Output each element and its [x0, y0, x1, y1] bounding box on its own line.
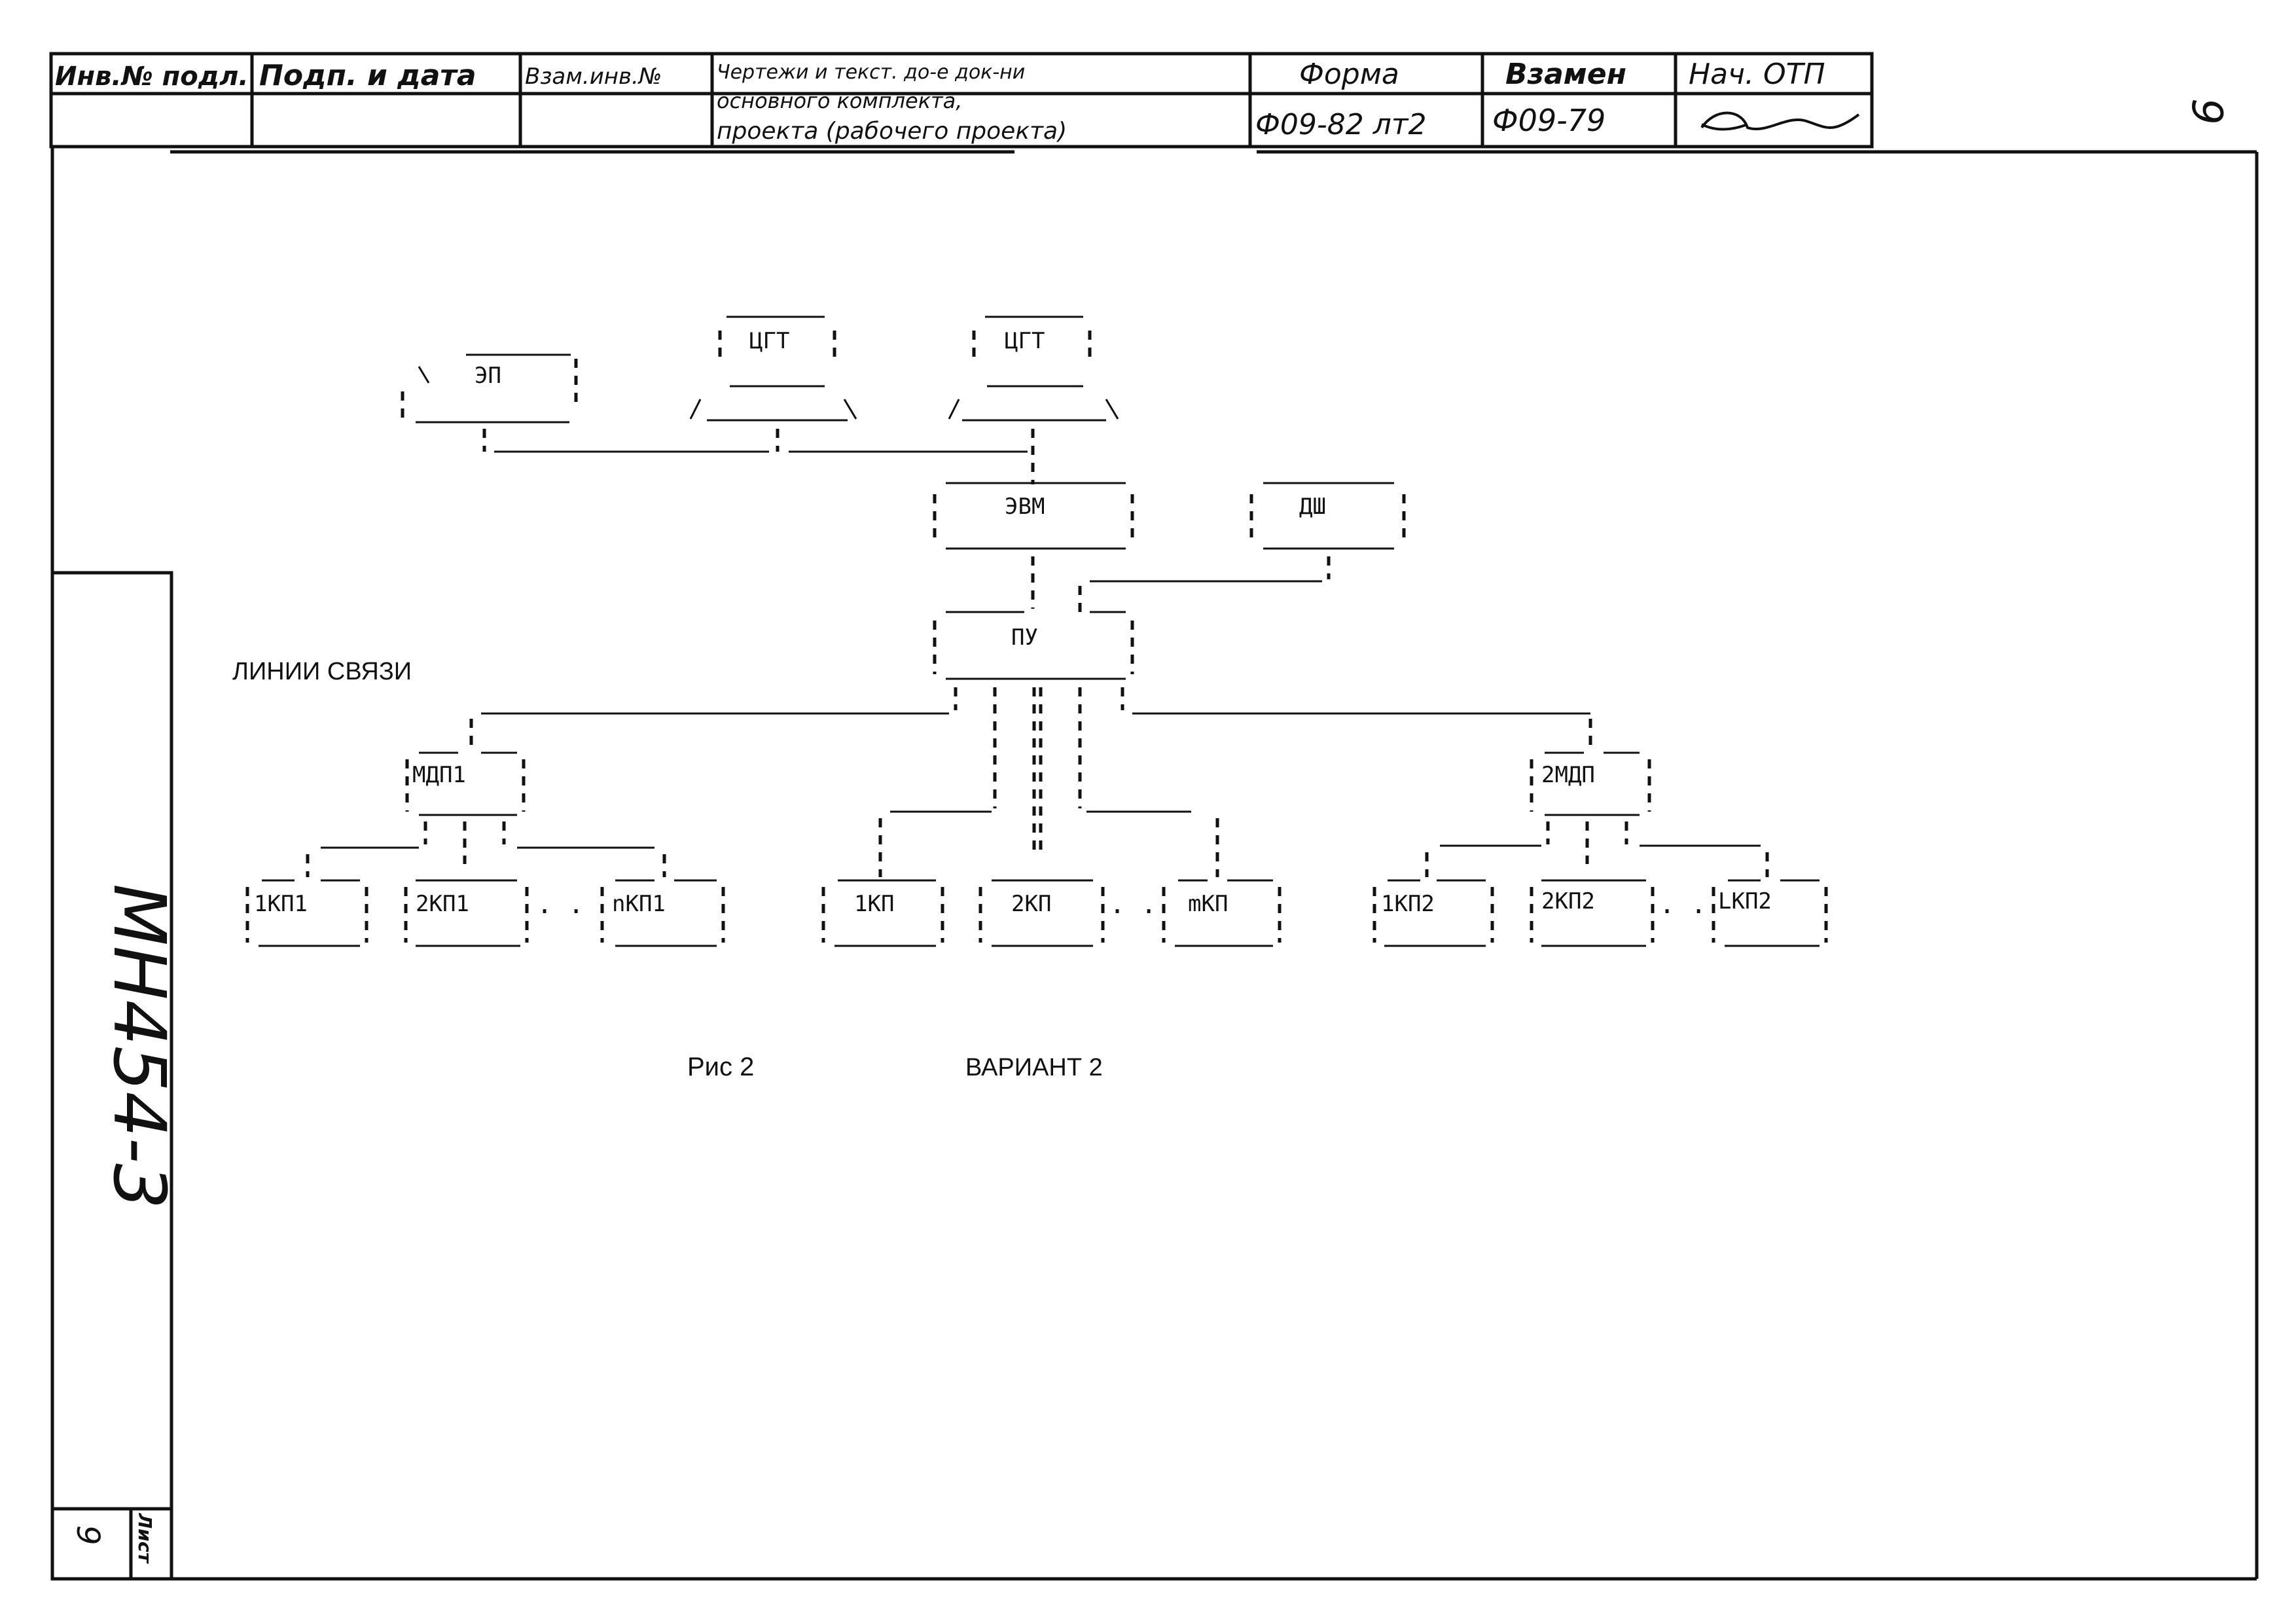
node-2kp: 2КП	[978, 879, 1105, 947]
node-1kp: 1КП	[821, 879, 944, 947]
drawing-number: МН454-3	[98, 884, 181, 1209]
node-cgt-2: ЦГТ	[948, 316, 1119, 422]
node-2kp-label: 2КП	[1011, 891, 1051, 917]
ellipsis-3: . .	[1659, 890, 1706, 920]
node-lkp2-label: LКП2	[1718, 888, 1772, 914]
node-ep: ЭП	[401, 353, 578, 424]
ellipsis-1: . .	[537, 890, 584, 920]
stamp-col4-line1: Чертежи и текст. до-е док-ни	[717, 61, 1025, 84]
node-mkp-label: mКП	[1188, 891, 1228, 917]
node-2kp1-label: 2КП1	[416, 891, 469, 917]
stamp-col4-line3: проекта (рабочего проекта)	[717, 118, 1067, 145]
node-mdp1: МДП1	[405, 751, 526, 816]
node-1kp1: 1КП1	[245, 879, 368, 947]
page-number: 9	[2182, 98, 2231, 125]
node-dsh: ДШ	[1249, 482, 1406, 550]
signature-mark	[1700, 111, 1860, 131]
node-lkp2: LКП2	[1712, 879, 1828, 947]
stamp-col6-value: Ф09-79	[1492, 103, 1605, 138]
node-1kp2-label: 1КП2	[1381, 891, 1435, 917]
links-label: ЛИНИИ СВЯЗИ	[232, 658, 412, 685]
node-cgt-1-label: ЦГТ	[749, 328, 789, 354]
stamp-col7-header: Нач. ОТП	[1689, 58, 1825, 91]
node-nkp1-label: nКП1	[612, 891, 666, 917]
sheet-label: Лист	[134, 1513, 156, 1564]
stamp-col1-header: Инв.№ подл.	[55, 62, 249, 92]
node-evm: ЭВМ	[933, 482, 1134, 550]
node-pu: ПУ	[933, 611, 1134, 680]
stamp-col2-header: Подп. и дата	[259, 59, 476, 92]
node-pu-label: ПУ	[1011, 624, 1038, 651]
network-diagram: ЭП ЦГТ ЦГТ	[232, 316, 1828, 947]
node-ep-label: ЭП	[475, 363, 501, 389]
node-cgt-2-label: ЦГТ	[1005, 328, 1045, 354]
node-dsh-label: ДШ	[1299, 494, 1326, 520]
sheet-frame	[50, 147, 2259, 1581]
title-stamp: Инв.№ подл. Подп. и дата Взам.инв.№ Черт…	[49, 52, 1874, 149]
side-stamp: МН454-3 Лист 9	[50, 571, 181, 1581]
ellipsis-2: . .	[1109, 890, 1157, 920]
stamp-col5-value: Ф09-82 лт2	[1255, 108, 1426, 141]
node-mkp: mКП	[1162, 879, 1282, 947]
node-evm-label: ЭВМ	[1005, 494, 1045, 520]
node-cgt-1: ЦГТ	[689, 316, 857, 422]
stamp-col3-header: Взам.инв.№	[525, 63, 662, 90]
node-2mdp: 2МДП	[1530, 751, 1651, 816]
stamp-col6-header: Взамен	[1505, 58, 1626, 91]
node-1kp2: 1КП2	[1372, 879, 1494, 947]
node-2mdp-label: 2МДП	[1541, 762, 1595, 788]
node-1kp1-label: 1КП1	[254, 891, 308, 917]
sheet-number: 9	[69, 1525, 106, 1545]
stamp-col4-line2: основного комплекта,	[717, 88, 962, 113]
variant-caption: ВАРИАНТ 2	[965, 1054, 1103, 1081]
figure-caption: Рис 2	[687, 1053, 754, 1081]
stamp-col5-header: Форма	[1299, 58, 1399, 91]
node-mdp1-label: МДП1	[412, 762, 466, 788]
node-1kp-label: 1КП	[854, 891, 894, 917]
node-2kp2-label: 2КП2	[1541, 888, 1595, 914]
node-nkp1: nКП1	[600, 879, 725, 947]
node-2kp1: 2КП1	[404, 879, 529, 947]
node-2kp2: 2КП2	[1530, 879, 1655, 947]
